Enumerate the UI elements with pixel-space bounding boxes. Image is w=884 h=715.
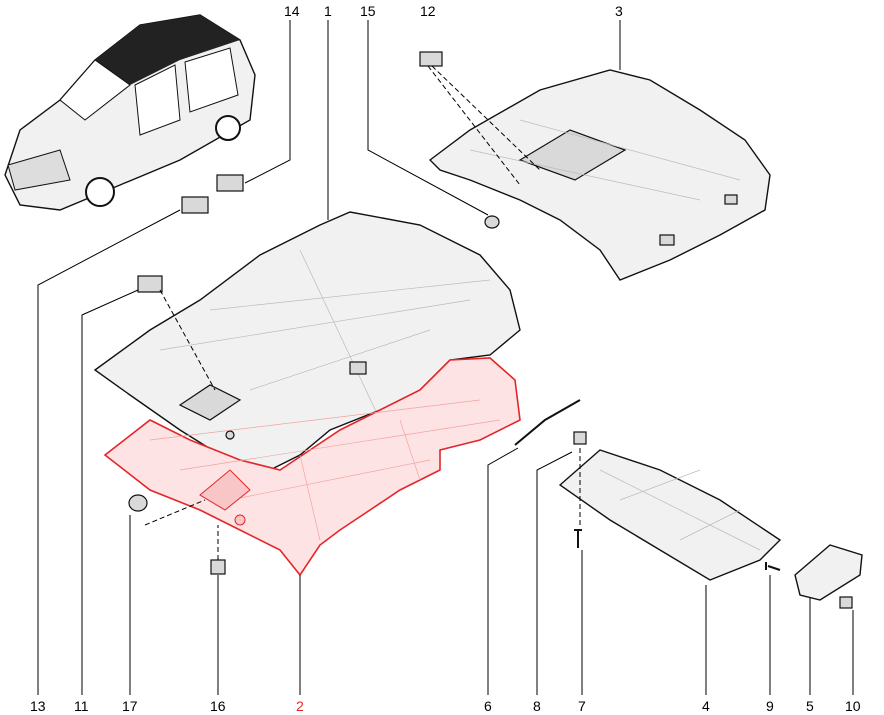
part-14-pad-b	[181, 196, 209, 214]
part-11-pad	[137, 275, 163, 293]
part-7-screw	[574, 529, 582, 548]
label-11: 11	[74, 698, 89, 714]
part-17-clip	[128, 494, 148, 512]
leader-lines	[37, 20, 854, 695]
label-1: 1	[324, 3, 332, 19]
car-illustration	[4, 14, 256, 211]
label-2: 2	[296, 698, 304, 714]
part-4-parcel-tray	[558, 449, 782, 581]
label-14: 14	[284, 3, 300, 19]
label-17: 17	[122, 698, 138, 714]
label-3: 3	[615, 3, 623, 19]
part-1-headliner	[93, 211, 521, 471]
label-12: 12	[420, 3, 436, 19]
part-12-pad	[419, 51, 443, 67]
label-9: 9	[766, 698, 774, 714]
part-9-screw	[765, 562, 781, 571]
part-14-pad-a	[216, 174, 244, 192]
label-13: 13	[30, 698, 46, 714]
label-6: 6	[484, 698, 492, 714]
label-15: 15	[360, 3, 376, 19]
label-8: 8	[533, 698, 541, 714]
part-5-trim	[794, 544, 863, 601]
label-4: 4	[702, 698, 710, 714]
part-16-clip	[210, 559, 226, 575]
label-7: 7	[578, 698, 586, 714]
part-6-8-wire	[514, 399, 581, 446]
part-10-clip	[839, 596, 853, 609]
label-16: 16	[210, 698, 226, 714]
part-2-headliner-highlighted	[103, 357, 521, 577]
part-3-rear-headliner	[428, 69, 771, 281]
label-10: 10	[845, 698, 861, 714]
part-8-connector	[573, 431, 587, 445]
part-15-clip	[484, 215, 500, 229]
label-5: 5	[806, 698, 814, 714]
